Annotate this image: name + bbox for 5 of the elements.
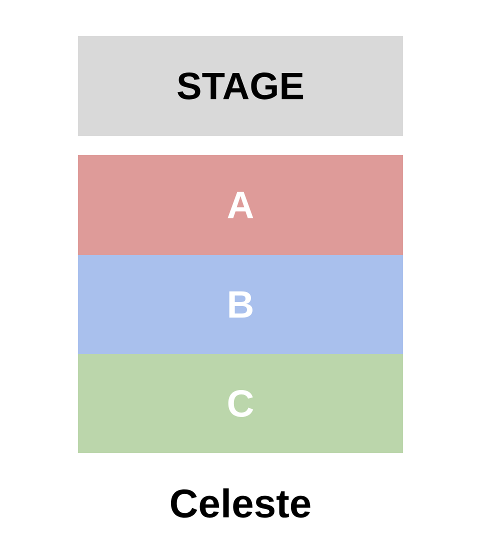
seating-section: A xyxy=(78,155,403,255)
caption: Celeste xyxy=(171,488,310,518)
seating-section: C xyxy=(78,354,403,453)
stage-box: STAGE xyxy=(78,36,403,136)
seating-section: B xyxy=(78,255,403,354)
